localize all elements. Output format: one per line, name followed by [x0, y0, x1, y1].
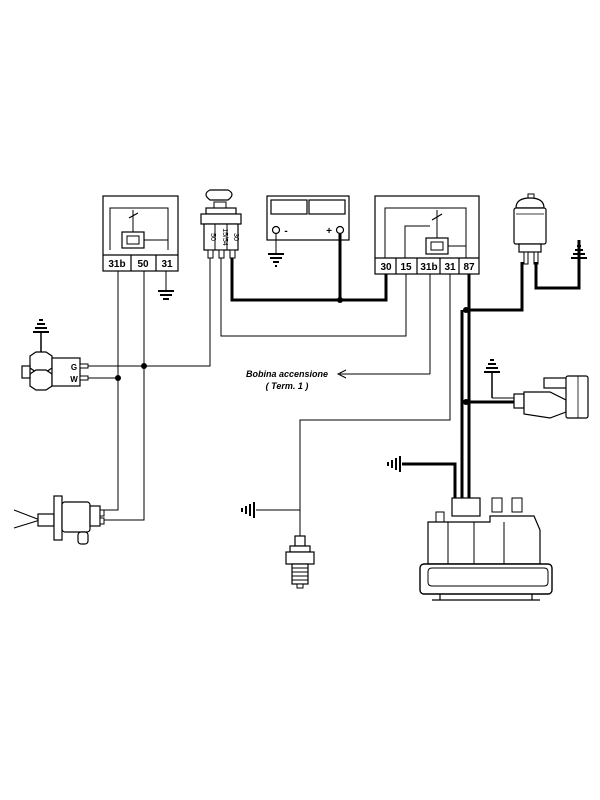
- thin-wires: [88, 258, 451, 536]
- junction-dot: [463, 307, 469, 313]
- relay-right-terminal-30: 30: [380, 262, 392, 273]
- ignition-switch: 50 15/54 30: [200, 189, 242, 259]
- sensor-ground-icon: [33, 319, 49, 352]
- relay-right: 30 15 31b 31 87: [374, 195, 480, 275]
- ignition-terminal-30: 30: [232, 233, 239, 241]
- starter-solenoid: [13, 495, 105, 545]
- sensor-g-label: G: [71, 363, 77, 372]
- ignition-terminal-15-54: 15/54: [221, 228, 228, 246]
- relay-right-terminal-87: 87: [463, 262, 475, 273]
- ground-icon: [158, 271, 174, 300]
- junction-dot: [141, 363, 147, 369]
- sensor: G W: [21, 351, 89, 391]
- battery: - +: [266, 195, 350, 241]
- relay-left-switch-icon: [109, 207, 169, 250]
- relay-left-terminal-50: 50: [137, 259, 149, 270]
- relay-left: 31b 50 31: [102, 195, 179, 272]
- relay-left-terminal-31b: 31b: [108, 259, 125, 270]
- relay-left-terminal-31: 31: [161, 259, 173, 270]
- injector-actuator: [513, 375, 589, 419]
- injector-ground-icon: [484, 359, 514, 399]
- spark-plug-ground-icon: [241, 502, 300, 518]
- coil-note: Bobina accensione ( Term. 1 ): [232, 368, 342, 392]
- relay-right-terminal-15: 15: [400, 262, 412, 273]
- relay-right-switch-icon: [384, 207, 467, 258]
- battery-ground-icon: [268, 234, 284, 267]
- ecu-unit: [419, 497, 553, 601]
- distributor-ground-icon: [387, 456, 401, 472]
- junction-dot: [115, 375, 121, 381]
- relay-right-terminal-31b: 31b: [420, 262, 437, 273]
- thick-wires: [230, 234, 581, 506]
- pressure-switch: [513, 193, 547, 265]
- sensor-w-label: W: [70, 375, 78, 384]
- battery-plus-label: +: [326, 226, 332, 237]
- ignition-terminal-50: 50: [209, 233, 216, 241]
- junction-dot: [463, 399, 469, 405]
- battery-minus-label: -: [284, 226, 287, 237]
- coil-arrow-icon: [336, 274, 431, 379]
- coil-note-line2: ( Term. 1 ): [265, 381, 309, 391]
- spark-plug: [285, 535, 315, 589]
- relay-right-terminal-31: 31: [444, 262, 456, 273]
- junction-dot: [337, 297, 343, 303]
- pressure-switch-ground-icon: [571, 240, 587, 259]
- coil-note-line1: Bobina accensione: [245, 369, 329, 379]
